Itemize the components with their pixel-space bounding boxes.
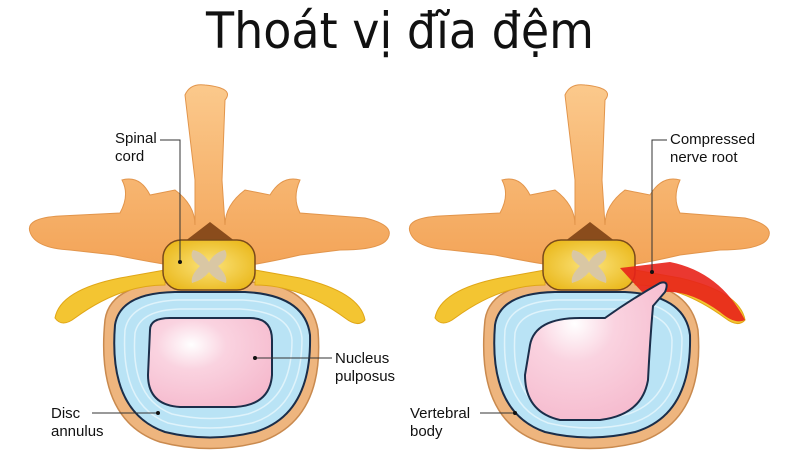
leader-dots — [156, 260, 654, 415]
label-nucleus-pulposus: Nucleus pulposus — [335, 350, 395, 386]
label-line: Disc — [51, 405, 81, 422]
label-line: cord — [115, 148, 145, 165]
label-compressed-nerve-root: Compressed nerve root — [670, 131, 755, 167]
label-line: Compressed — [670, 131, 756, 148]
label-vertebral-body: Vertebral body — [410, 405, 470, 441]
label-line: nerve root — [670, 149, 738, 166]
herniated-nucleus — [523, 281, 668, 421]
inflamed-nerve-root — [620, 262, 745, 322]
label-line: pulposus — [335, 368, 396, 385]
label-line: Nucleus — [335, 350, 390, 367]
label-line: Vertebral — [410, 405, 471, 422]
nucleus-normal — [146, 317, 273, 408]
label-line: Spinal — [115, 130, 157, 147]
label-line: annulus — [51, 423, 104, 440]
label-line: body — [410, 423, 443, 440]
label-disc-annulus: Disc annulus — [51, 405, 104, 441]
page-title: Thoát vị đĩa đệm — [206, 2, 594, 60]
leader-lines — [92, 139, 667, 414]
label-spinal-cord: Spinal cord — [115, 130, 157, 166]
